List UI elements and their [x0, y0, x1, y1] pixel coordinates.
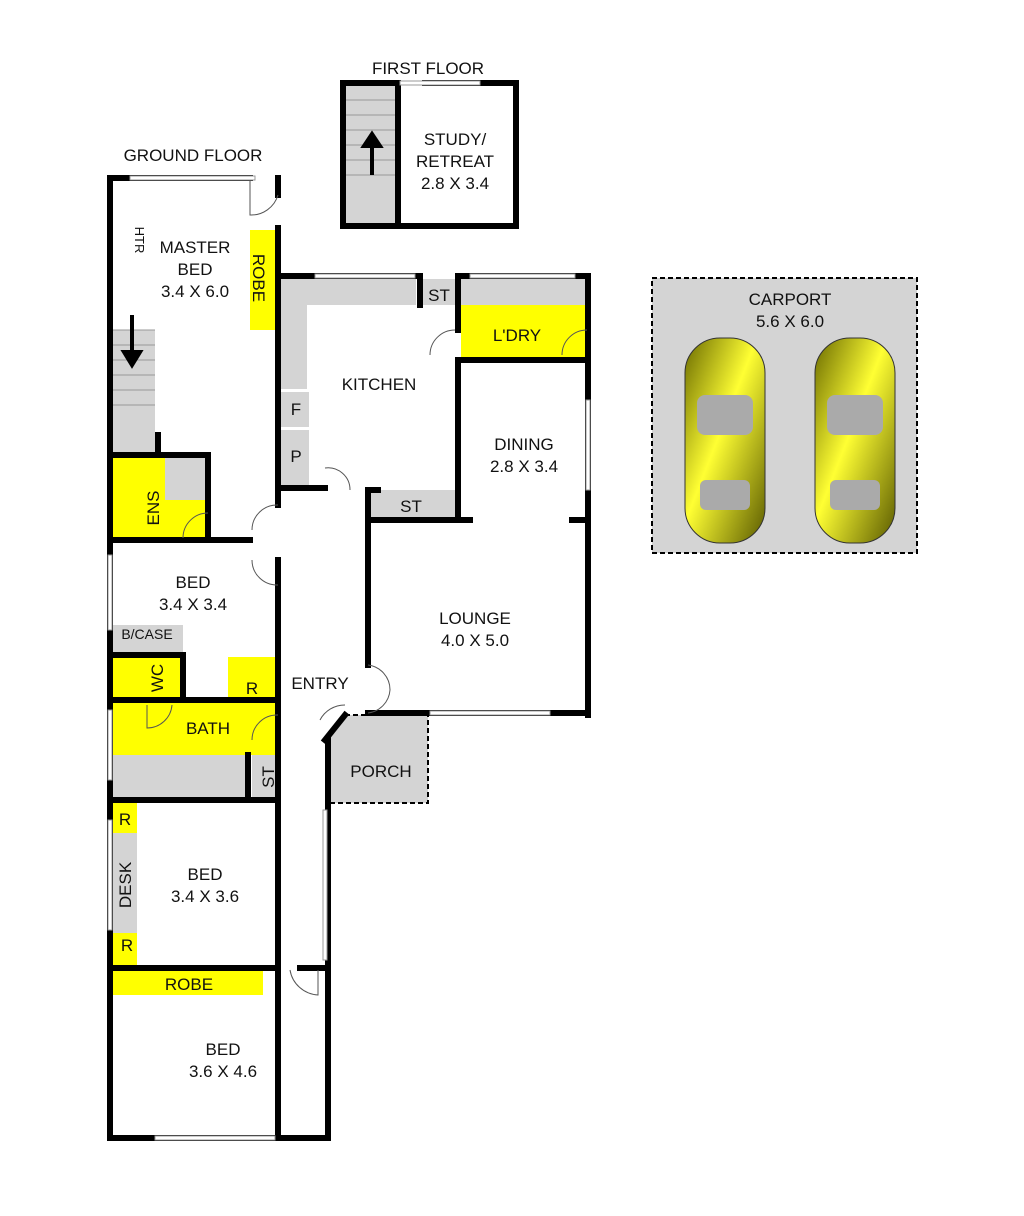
stairs: [113, 99, 398, 406]
dining-label: DINING: [494, 435, 554, 454]
bath-fill: [113, 703, 275, 755]
dining-size: 2.8 X 3.4: [490, 457, 558, 476]
car-icon: [684, 337, 766, 544]
carport-label: CARPORT: [749, 290, 832, 309]
study-size: 2.8 X 3.4: [421, 174, 489, 193]
robe-master-label: ROBE: [249, 254, 268, 302]
master-label-2: BED: [178, 260, 213, 279]
entry-label: ENTRY: [291, 674, 348, 693]
ground-floor-title: GROUND FLOOR: [124, 146, 263, 165]
master-label: MASTER: [160, 238, 231, 257]
stairs-down-arrow-icon: [120, 315, 144, 369]
robe-bed2-label: R: [246, 679, 258, 698]
carport: [651, 277, 918, 554]
doors: [146, 180, 588, 996]
fridge-label: F: [291, 400, 301, 419]
robe-bed4-fill: [113, 971, 263, 995]
first-floor-title: FIRST FLOOR: [372, 59, 484, 78]
robe-bottom-label: R: [121, 936, 133, 955]
study-label-2: RETREAT: [416, 152, 494, 171]
stairs-up-arrow-icon: [360, 130, 384, 175]
heater-label: HTR: [132, 227, 147, 254]
laundry-label: L'DRY: [493, 326, 541, 345]
bookcase-label: B/CASE: [121, 626, 172, 642]
ensuite-label: ENS: [144, 491, 163, 526]
store-hall-label: ST: [400, 497, 422, 516]
master-size: 3.4 X 6.0: [161, 282, 229, 301]
fills: [113, 86, 585, 995]
store-bath-label: ST: [259, 766, 278, 788]
porch-dashed-outline: [325, 714, 429, 804]
lounge-size: 4.0 X 5.0: [441, 631, 509, 650]
bed4-size: 3.6 X 4.6: [189, 1062, 257, 1081]
pantry-label: P: [290, 447, 301, 466]
kitchen-label: KITCHEN: [342, 375, 417, 394]
robe-bed2-fill: [228, 657, 275, 697]
carport-size: 5.6 X 6.0: [756, 312, 824, 331]
robe-bed4-label: ROBE: [165, 975, 213, 994]
bed3-label: BED: [188, 865, 223, 884]
wc-fill: [113, 658, 181, 698]
laundry-fill: [461, 305, 585, 358]
porch-fill: [325, 715, 428, 803]
porch-label: PORCH: [350, 762, 411, 781]
desk-label: DESK: [116, 861, 135, 908]
car-icon: [814, 337, 896, 544]
robe-top-label: R: [119, 810, 131, 829]
store-kitchen-label: ST: [428, 286, 450, 305]
bed4-label: BED: [206, 1040, 241, 1059]
study-label: STUDY/: [424, 130, 487, 149]
lounge-label: LOUNGE: [439, 609, 511, 628]
robe-master-fill: [250, 230, 275, 330]
wc-label: WC: [148, 664, 167, 692]
bath-label: BATH: [186, 719, 230, 738]
windows: [107, 80, 591, 1141]
bed3-size: 3.4 X 3.6: [171, 887, 239, 906]
bed2-label: BED: [176, 573, 211, 592]
bed2-size: 3.4 X 3.4: [159, 595, 227, 614]
